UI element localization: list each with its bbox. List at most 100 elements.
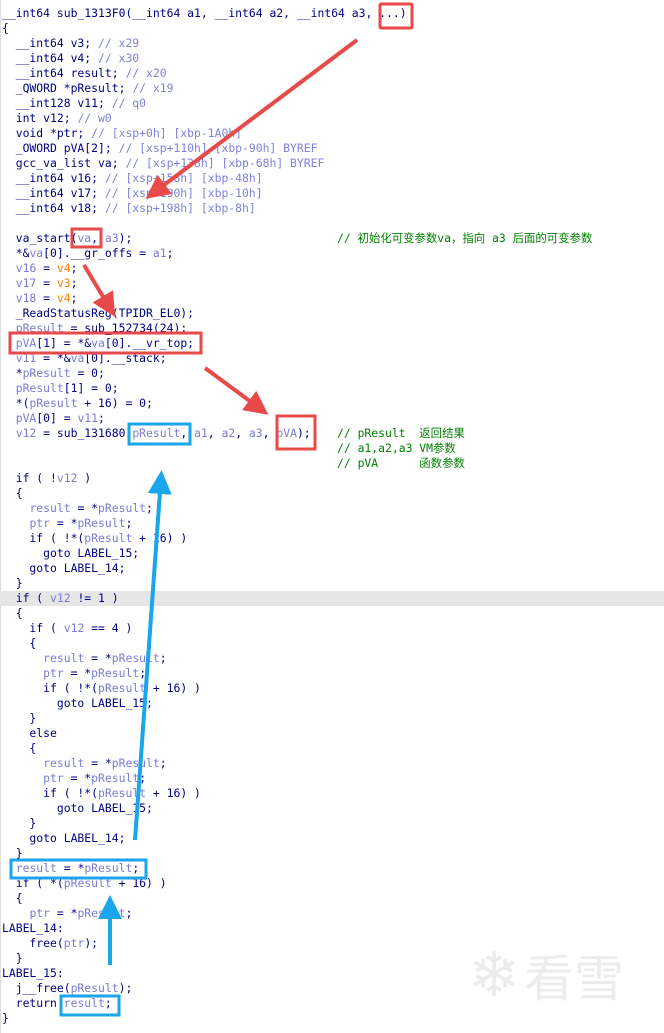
code-line[interactable]: pVA[0] = v11;: [2, 411, 664, 426]
pseudocode-view[interactable]: __int64 sub_1313F0(__int64 a1, __int64 a…: [0, 6, 664, 1026]
code-line[interactable]: __int64 v4; // x30: [2, 51, 664, 66]
code-line[interactable]: goto LABEL_15;: [2, 546, 664, 561]
code-line[interactable]: if ( !*(pResult + 16) ): [2, 531, 664, 546]
code-line[interactable]: else: [2, 726, 664, 741]
code-line[interactable]: __int64 v3; // x29: [2, 36, 664, 51]
code-line[interactable]: LABEL_15:: [2, 966, 664, 981]
code-line[interactable]: va_start(va, a3);// 初始化可变参数va，指向 a3 后面的可…: [2, 231, 664, 246]
code-line[interactable]: v12 = sub_131680(pResult, a1, a2, a3, pV…: [2, 426, 664, 441]
code-variable: v18: [15, 291, 37, 305]
code-token: [2, 426, 16, 440]
code-line[interactable]: v17 = v3;: [2, 276, 664, 291]
code-token: else: [2, 726, 57, 740]
code-line[interactable]: if ( !*(pResult + 16) ): [2, 681, 664, 696]
code-token: = sub_152734(24);: [63, 321, 188, 335]
code-line[interactable]: pResult = sub_152734(24);: [2, 321, 664, 336]
code-line[interactable]: {: [2, 21, 664, 36]
code-token: ;: [98, 411, 105, 425]
code-line[interactable]: // pVA 函数参数: [2, 456, 664, 471]
code-line[interactable]: // a1,a2,a3 VM参数: [2, 441, 664, 456]
code-line[interactable]: int v12; // w0: [2, 111, 664, 126]
code-line[interactable]: gcc_va_list va; // [xsp+138h] [xbp-68h] …: [2, 156, 664, 171]
annotation-comment: // a1,a2,a3 VM参数: [337, 441, 456, 455]
code-token: ,: [180, 426, 195, 440]
code-variable: pResult: [15, 321, 64, 335]
code-line[interactable]: *&va[0].__gr_offs = a1;: [2, 246, 664, 261]
code-token: goto LABEL_15;: [2, 696, 153, 710]
code-line[interactable]: {: [2, 741, 664, 756]
code-line[interactable]: __int64 v16; // [xsp+158h] [xbp-48h]: [2, 171, 664, 186]
code-variable: result: [15, 861, 57, 875]
code-variable: va: [77, 231, 92, 245]
code-token: [1] = 0;: [63, 381, 119, 395]
code-line[interactable]: {: [2, 636, 664, 651]
code-line[interactable]: ptr = *pResult;: [2, 771, 664, 786]
code-line[interactable]: goto LABEL_14;: [2, 831, 664, 846]
code-line[interactable]: pVA[1] = *&va[0].__vr_top;: [2, 336, 664, 351]
code-variable: pResult: [91, 666, 140, 680]
code-line[interactable]: _ReadStatusReg(TPIDR_EL0);: [2, 306, 664, 321]
code-line[interactable]: v16 = v4;: [2, 261, 664, 276]
code-line[interactable]: *(pResult + 16) = 0;: [2, 396, 664, 411]
code-line[interactable]: goto LABEL_14;: [2, 561, 664, 576]
code-variable: pResult: [91, 771, 140, 785]
code-line[interactable]: __int64 sub_1313F0(__int64 a1, __int64 a…: [2, 6, 664, 21]
code-line[interactable]: if ( v12 != 1 ): [0, 591, 664, 606]
code-token: = *: [50, 516, 78, 530]
code-line[interactable]: LABEL_14:: [2, 921, 664, 936]
code-line[interactable]: {: [2, 891, 664, 906]
code-line[interactable]: void *ptr; // [xsp+0h] [xbp-1A0h]: [2, 126, 664, 141]
code-line[interactable]: result = *pResult;: [2, 501, 664, 516]
code-line[interactable]: }: [2, 846, 664, 861]
code-line[interactable]: result = *pResult;: [2, 861, 664, 876]
code-line[interactable]: result = *pResult;: [2, 756, 664, 771]
code-line[interactable]: }: [2, 576, 664, 591]
code-token: __int64 v16;: [2, 171, 105, 185]
code-line[interactable]: }: [2, 1011, 664, 1026]
code-token: = *: [50, 906, 78, 920]
code-line[interactable]: v18 = v4;: [2, 291, 664, 306]
code-token: }: [2, 711, 37, 725]
code-line[interactable]: goto LABEL_15;: [2, 696, 664, 711]
code-line[interactable]: if ( !v12 ): [2, 471, 664, 486]
code-comment: // [xsp+110h] [xbp-90h] BYREF: [118, 141, 318, 155]
code-line[interactable]: goto LABEL_15;: [2, 801, 664, 816]
code-line[interactable]: *pResult = 0;: [2, 366, 664, 381]
code-line[interactable]: v11 = *&va[0].__stack;: [2, 351, 664, 366]
code-line[interactable]: [2, 216, 664, 231]
code-line[interactable]: __int128 v11; // q0: [2, 96, 664, 111]
code-variable: v12: [15, 426, 37, 440]
code-token: ;: [70, 261, 78, 275]
code-line[interactable]: result = *pResult;: [2, 651, 664, 666]
code-token: [2, 651, 43, 665]
code-line[interactable]: }: [2, 711, 664, 726]
code-variable: pResult: [77, 516, 126, 530]
code-variable: ptr: [29, 516, 51, 530]
code-line[interactable]: _QWORD *pResult; // x19: [2, 81, 664, 96]
code-line[interactable]: ptr = *pResult;: [2, 906, 664, 921]
code-line[interactable]: __int64 v18; // [xsp+198h] [xbp-8h]: [2, 201, 664, 216]
code-line[interactable]: {: [2, 606, 664, 621]
code-line[interactable]: _OWORD pVA[2]; // [xsp+110h] [xbp-90h] B…: [2, 141, 664, 156]
code-variable: v16: [15, 261, 37, 275]
code-line[interactable]: __int64 v17; // [xsp+190h] [xbp-10h]: [2, 186, 664, 201]
code-variable: v17: [15, 276, 37, 290]
code-variable: a3: [104, 231, 119, 245]
code-line[interactable]: pResult[1] = 0;: [2, 381, 664, 396]
code-line[interactable]: {: [2, 486, 664, 501]
code-line[interactable]: ptr = *pResult;: [2, 666, 664, 681]
code-line[interactable]: __int64 result; // x20: [2, 66, 664, 81]
code-line[interactable]: j__free(pResult);: [2, 981, 664, 996]
code-line[interactable]: if ( !*(pResult + 16) ): [2, 786, 664, 801]
code-line[interactable]: }: [2, 951, 664, 966]
code-line[interactable]: free(ptr);: [2, 936, 664, 951]
code-line[interactable]: ptr = *pResult;: [2, 516, 664, 531]
code-token: __int64 v18;: [2, 201, 105, 215]
code-token: }: [2, 846, 23, 860]
code-line[interactable]: if ( *(pResult + 16) ): [2, 876, 664, 891]
code-line[interactable]: }: [2, 816, 664, 831]
code-token: =: [36, 261, 57, 275]
code-variable: pResult: [77, 906, 126, 920]
annotation-comment: // pResult 返回结果: [337, 426, 465, 440]
code-line[interactable]: if ( v12 == 4 ): [2, 621, 664, 636]
